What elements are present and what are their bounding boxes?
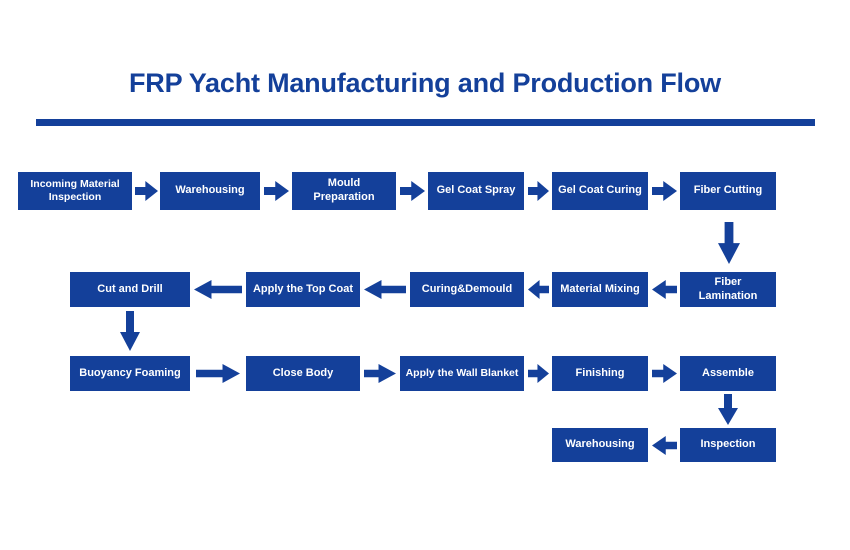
arrow-left-icon bbox=[194, 280, 242, 299]
arrow-left-icon bbox=[652, 280, 677, 299]
flow-node-finishing[interactable]: Finishing bbox=[552, 356, 648, 391]
arrow-down-icon bbox=[718, 394, 738, 425]
arrow-down-icon bbox=[120, 311, 140, 351]
arrow-right-icon bbox=[528, 181, 549, 201]
arrow-left-icon bbox=[364, 280, 406, 299]
page-title: FRP Yacht Manufacturing and Production F… bbox=[129, 68, 721, 98]
flow-node-incoming-material-inspection[interactable]: Incoming Material Inspection bbox=[18, 172, 132, 210]
flow-node-buoyancy-foaming[interactable]: Buoyancy Foaming bbox=[70, 356, 190, 391]
flow-node-close-body[interactable]: Close Body bbox=[246, 356, 360, 391]
title-underline-rule bbox=[36, 119, 815, 126]
flow-node-mould-preparation[interactable]: Mould Preparation bbox=[292, 172, 396, 210]
flow-node-gel-coat-curing[interactable]: Gel Coat Curing bbox=[552, 172, 648, 210]
arrow-right-icon bbox=[652, 181, 677, 201]
flow-node-warehousing[interactable]: Warehousing bbox=[552, 428, 648, 462]
arrow-right-icon bbox=[196, 364, 240, 383]
arrow-right-icon bbox=[528, 364, 549, 383]
flow-node-warehousing[interactable]: Warehousing bbox=[160, 172, 260, 210]
flow-node-curing-demould[interactable]: Curing&Demould bbox=[410, 272, 524, 307]
flow-node-cut-and-drill[interactable]: Cut and Drill bbox=[70, 272, 190, 307]
flow-node-apply-the-wall-blanket[interactable]: Apply the Wall Blanket bbox=[400, 356, 524, 391]
flow-node-fiber-cutting[interactable]: Fiber Cutting bbox=[680, 172, 776, 210]
flow-node-fiber-lamination[interactable]: Fiber Lamination bbox=[680, 272, 776, 307]
flow-node-inspection[interactable]: Inspection bbox=[680, 428, 776, 462]
flow-node-assemble[interactable]: Assemble bbox=[680, 356, 776, 391]
arrow-right-icon bbox=[135, 181, 158, 201]
flow-node-material-mixing[interactable]: Material Mixing bbox=[552, 272, 648, 307]
arrow-left-icon bbox=[528, 280, 549, 299]
arrow-right-icon bbox=[264, 181, 289, 201]
arrow-down-icon bbox=[718, 222, 740, 264]
flow-node-apply-the-top-coat[interactable]: Apply the Top Coat bbox=[246, 272, 360, 307]
arrow-right-icon bbox=[652, 364, 677, 383]
arrow-right-icon bbox=[400, 181, 425, 201]
flow-node-gel-coat-spray[interactable]: Gel Coat Spray bbox=[428, 172, 524, 210]
arrow-right-icon bbox=[364, 364, 396, 383]
arrow-left-icon bbox=[652, 436, 677, 455]
